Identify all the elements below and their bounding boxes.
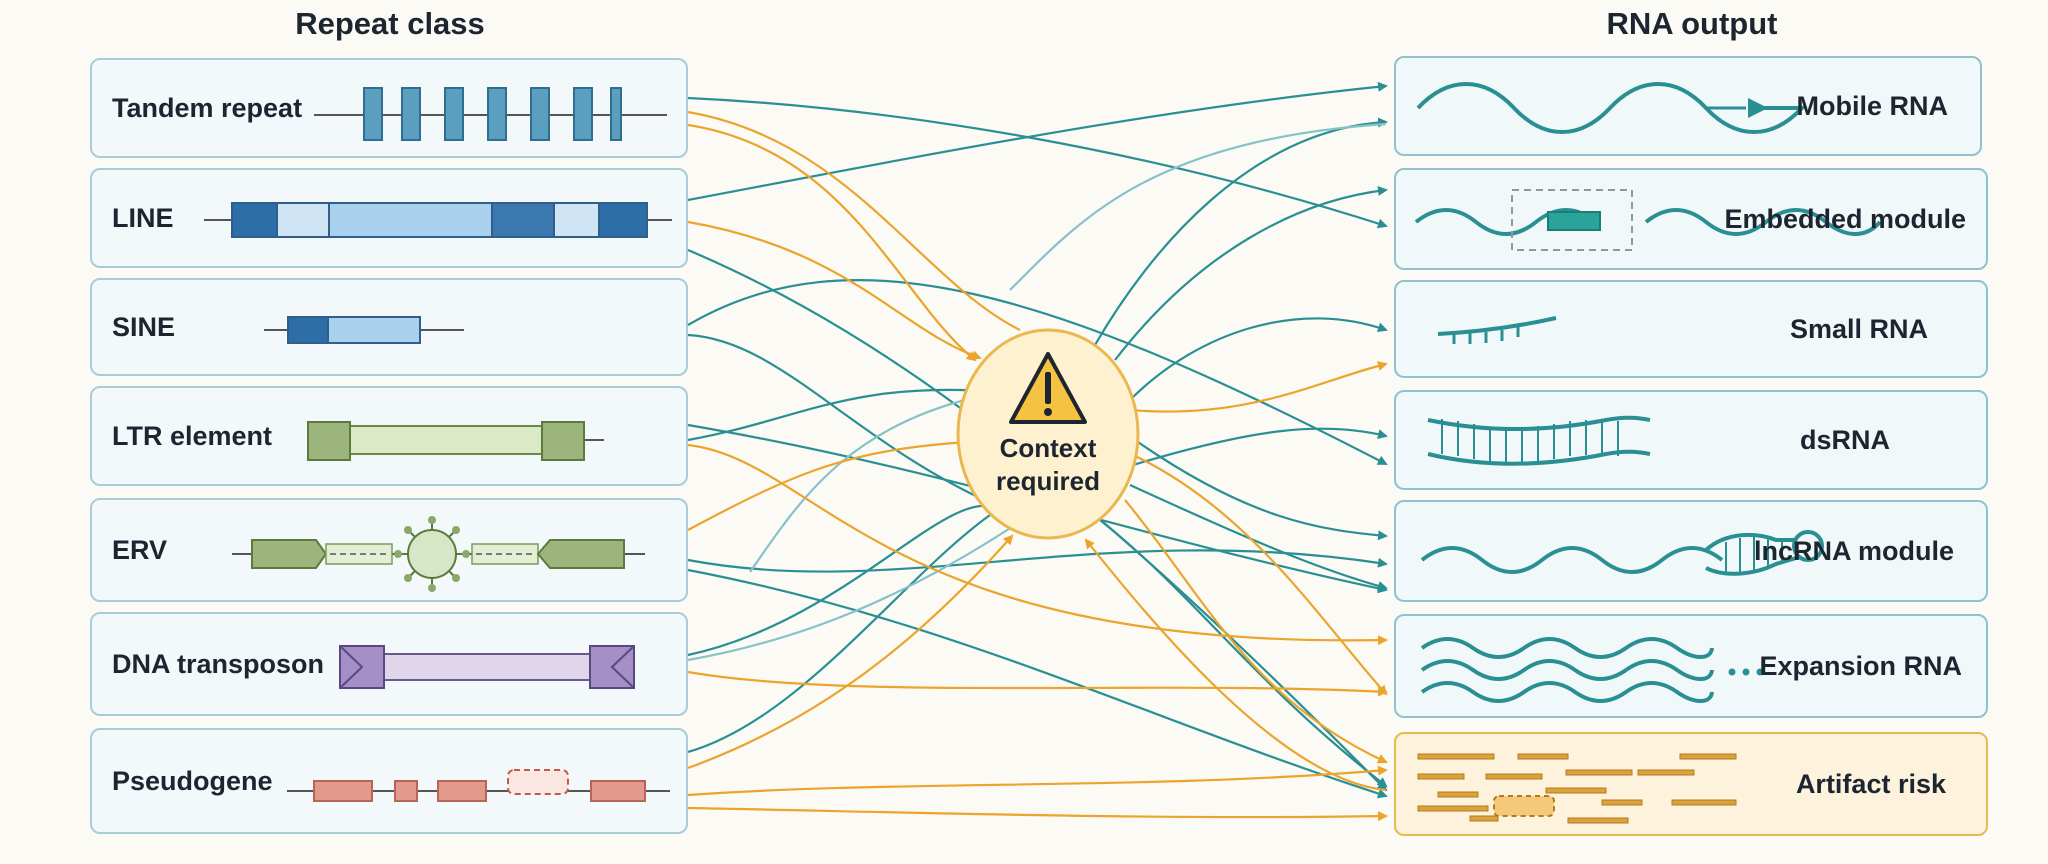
- hub-line-2: required: [995, 466, 1101, 496]
- output-box-small: Small RNA: [1394, 280, 1988, 378]
- lncrna-module-icon: [1420, 530, 1824, 576]
- output-label-small: Small RNA: [1789, 313, 1928, 344]
- erv-element-icon: [232, 516, 645, 592]
- output-label-dsrna: dsRNA: [1799, 424, 1890, 455]
- dna-transposon-icon: [339, 645, 635, 689]
- line-element-icon: [204, 202, 672, 238]
- output-box-dsrna: dsRNA: [1394, 390, 1988, 490]
- repeat-box-erv: ERV: [90, 498, 688, 602]
- hub-line-1: Context: [999, 433, 1097, 463]
- repeat-box-sine: SINE: [90, 278, 688, 376]
- repeat-label-tandem: Tandem repeat: [112, 92, 303, 123]
- pseudogene-icon: [287, 769, 670, 802]
- repeat-box-ltr: LTR element: [90, 386, 688, 486]
- ltr-element-icon: [307, 421, 604, 461]
- output-box-expansion: Expansion RNA: [1394, 614, 1988, 718]
- repeat-class-header: Repeat class: [295, 6, 485, 41]
- repeat-label-sine: SINE: [112, 311, 176, 342]
- repeat-label-line: LINE: [112, 202, 174, 233]
- output-label-embedded: Embedded module: [1724, 203, 1966, 234]
- output-label-artifact: Artifact risk: [1795, 768, 1946, 799]
- output-box-lncrna: lncRNA module: [1394, 500, 1988, 602]
- mobile-rna-icon: [1416, 82, 1807, 134]
- warning-triangle-icon: [1009, 352, 1087, 424]
- repeat-label-pseudogene: Pseudogene: [112, 765, 273, 796]
- repeat-box-line: LINE: [90, 168, 688, 268]
- sine-element-icon: [264, 316, 464, 344]
- output-label-mobile: Mobile RNA: [1796, 90, 1949, 121]
- context-hub-text: Context required: [962, 432, 1134, 498]
- output-label-lncrna: lncRNA module: [1753, 535, 1954, 566]
- repeat-box-dna-transposon: DNA transposon: [90, 612, 688, 716]
- small-rna-icon: [1437, 316, 1557, 344]
- output-box-mobile: Mobile RNA: [1394, 56, 1982, 156]
- repeat-box-pseudogene: Pseudogene: [90, 728, 688, 834]
- output-label-expansion: Expansion RNA: [1759, 650, 1962, 681]
- dsrna-icon: [1427, 415, 1651, 466]
- repeat-label-erv: ERV: [112, 534, 168, 565]
- repeat-label-dna-transposon: DNA transposon: [112, 648, 325, 679]
- repeat-label-ltr: LTR element: [112, 420, 273, 451]
- context-hub: [956, 328, 1140, 540]
- expansion-rna-icon: [1420, 637, 1764, 703]
- artifact-reads-icon: [1417, 753, 1737, 824]
- repeat-box-tandem: Tandem repeat: [90, 58, 688, 158]
- tandem-repeat-icon: [314, 87, 667, 141]
- output-box-artifact: Artifact risk: [1394, 732, 1988, 836]
- output-box-embedded: Embedded module: [1394, 168, 1988, 270]
- embedded-module-icon: [1414, 189, 1882, 251]
- rna-output-header: RNA output: [1606, 6, 1778, 41]
